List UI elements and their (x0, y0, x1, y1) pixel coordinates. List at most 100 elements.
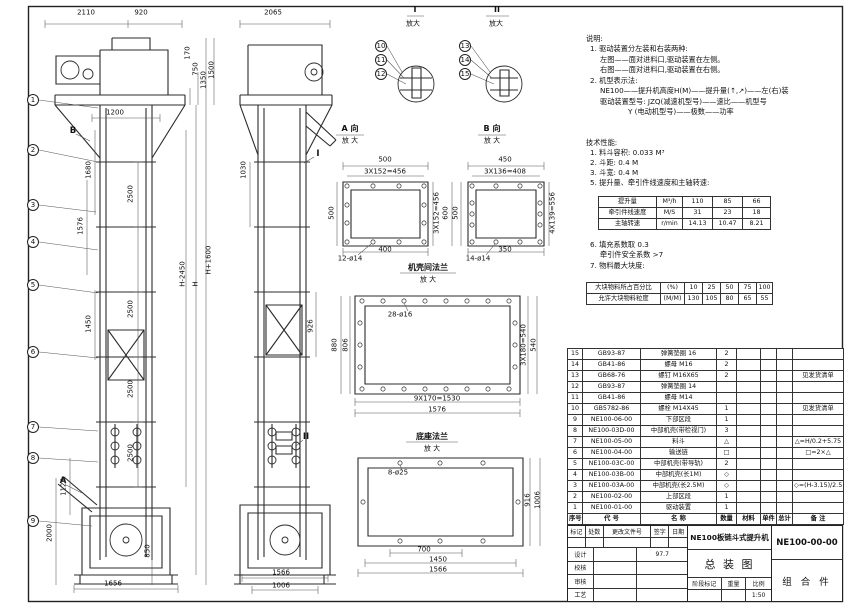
lump-cell: 10 (684, 282, 703, 294)
bom-cell: 代 号 (582, 513, 641, 525)
dimension-lines (38, 15, 550, 594)
note-line: 驱动装置型号: JZQ(减速机型号)——速比——机型号 (600, 96, 767, 106)
bom-cell: GB68-76 (582, 370, 641, 382)
tech-line: 6. 填充系数取 0.3 (590, 240, 649, 249)
sign-name (594, 548, 638, 561)
bom-cell: 2 (716, 348, 737, 360)
bom-cell: 6 (567, 447, 583, 459)
bom-cell: 1 (716, 502, 737, 514)
bom-cell: 驱动装置 (640, 502, 717, 514)
lump-cell: 允许大块物料粒度 (586, 293, 661, 305)
sign-date: 97.7 (655, 550, 669, 558)
bom-cell (736, 458, 761, 470)
rev-header-cell: 日期 (672, 529, 685, 536)
bom-cell: 1 (567, 502, 583, 514)
bom-cell: 15 (567, 348, 583, 360)
bom-cell (776, 403, 793, 415)
bom-cell: 8 (567, 425, 583, 437)
sign-name (594, 588, 638, 601)
note-line: 2. 机型表示法: (590, 75, 638, 85)
bom-cell: NE100-06-00 (582, 414, 641, 426)
lump-cell: 大块物料所占百分比 (586, 282, 661, 294)
title-block: 标记 处数 更改文件号 签字 日期 设计 97.7 校核 审核 (567, 525, 843, 602)
bom-cell (776, 436, 793, 448)
bom-cell: GB41-86 (582, 359, 641, 371)
bom-cell: NE100-03C-00 (582, 458, 641, 470)
bom-cell (760, 414, 777, 426)
bom-cell (736, 447, 761, 459)
bom-cell: 备 注 (792, 513, 844, 525)
bom-cell (736, 359, 761, 371)
bom-cell: 中部机壳(带检视门) (640, 425, 717, 437)
rev-cell (586, 538, 604, 547)
speed-cell: 提升量 (598, 196, 657, 208)
bom-cell: 4 (567, 469, 583, 481)
speed-cell: M/S (656, 207, 683, 219)
notes-title: 说明: (586, 34, 603, 43)
bom-cell (736, 414, 761, 426)
bom-cell: GB41-86 (582, 392, 641, 404)
bom-cell: 螺栓 M14X45 (640, 403, 717, 415)
bom-cell: 料斗 (640, 436, 717, 448)
bom-cell (760, 469, 777, 481)
lump-cell: 80 (720, 293, 739, 305)
speed-cell: M³/h (656, 196, 683, 208)
bom-cell: GB5782-86 (582, 403, 641, 415)
bom-cell: NE100-03A-00 (582, 480, 641, 492)
bom-cell: △ (716, 436, 737, 448)
bom-cell: NE100-01-00 (582, 502, 641, 514)
bom-cell: 2 (716, 359, 737, 371)
bom-cell (776, 359, 793, 371)
bom-cell (760, 348, 777, 360)
bom-cell: 1 (716, 491, 737, 503)
bom-cell (792, 392, 844, 404)
bom-cell (776, 502, 793, 514)
speed-cell: 110 (682, 196, 713, 208)
bom-cell (736, 491, 761, 503)
bom-cell: 序号 (567, 513, 583, 525)
bom-cell: 螺母 M16 (640, 359, 717, 371)
bom-cell: 1 (716, 414, 737, 426)
rev-header-cell: 标记 (568, 526, 586, 537)
bom-cell (792, 381, 844, 393)
bom-cell (760, 359, 777, 371)
bom-cell (760, 436, 777, 448)
bom-cell: 名 称 (640, 513, 717, 525)
sign-date (637, 562, 687, 575)
bom-cell (792, 414, 844, 426)
bom-cell: 弹簧垫圈 14 (640, 381, 717, 393)
bom-cell (776, 458, 793, 470)
bom-cell (760, 491, 777, 503)
bom-cell (736, 370, 761, 382)
bom-cell: 螺钉 M16X65 (640, 370, 717, 382)
weight-label: 重量 (722, 578, 747, 589)
stage-value (688, 590, 722, 601)
bom-cell (776, 491, 793, 503)
bom-cell (760, 447, 777, 459)
sheet-border (27, 5, 844, 603)
drawing-number: NE100-00-00 (772, 526, 842, 560)
detail-views (342, 67, 545, 547)
bom-cell (792, 458, 844, 470)
bom-cell (776, 425, 793, 437)
bom-cell: GB93-87 (582, 348, 641, 360)
lump-cell: 75 (738, 282, 757, 294)
speed-cell: 85 (712, 196, 743, 208)
bom-cell: 总计 (776, 513, 793, 525)
bom-cell (760, 381, 777, 393)
lump-cell: 55 (756, 293, 773, 305)
bom-cell: 数量 (716, 513, 737, 525)
rev-header-cell: 处数 (586, 526, 604, 537)
bom-cell (736, 392, 761, 404)
bom-cell: 13 (567, 370, 583, 382)
bom-cell (760, 403, 777, 415)
bom-cell: 中部机壳(长1M) (640, 469, 717, 481)
lump-cell: 100 (756, 282, 773, 294)
